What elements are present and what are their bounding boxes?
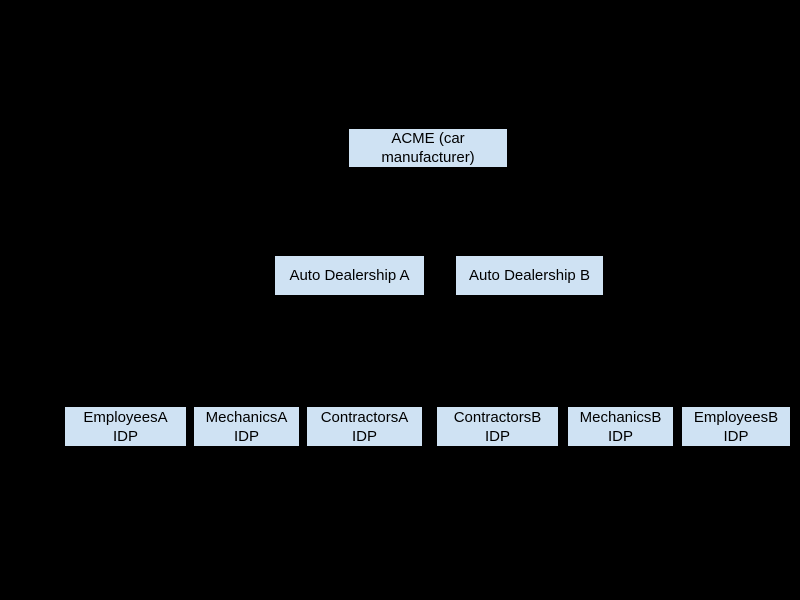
node-mechanics-b-idp: MechanicsB IDP <box>567 406 674 447</box>
node-mechanics-a-idp: MechanicsA IDP <box>193 406 300 447</box>
node-employees-b-idp: EmployeesB IDP <box>681 406 791 447</box>
node-employees-a-idp: EmployeesA IDP <box>64 406 187 447</box>
node-contractors-a-idp: ContractorsA IDP <box>306 406 423 447</box>
node-contractors-b-idp: ContractorsB IDP <box>436 406 559 447</box>
node-auto-dealership-a: Auto Dealership A <box>274 255 425 296</box>
node-acme: ACME (car manufacturer) <box>348 128 508 168</box>
node-auto-dealership-b: Auto Dealership B <box>455 255 604 296</box>
